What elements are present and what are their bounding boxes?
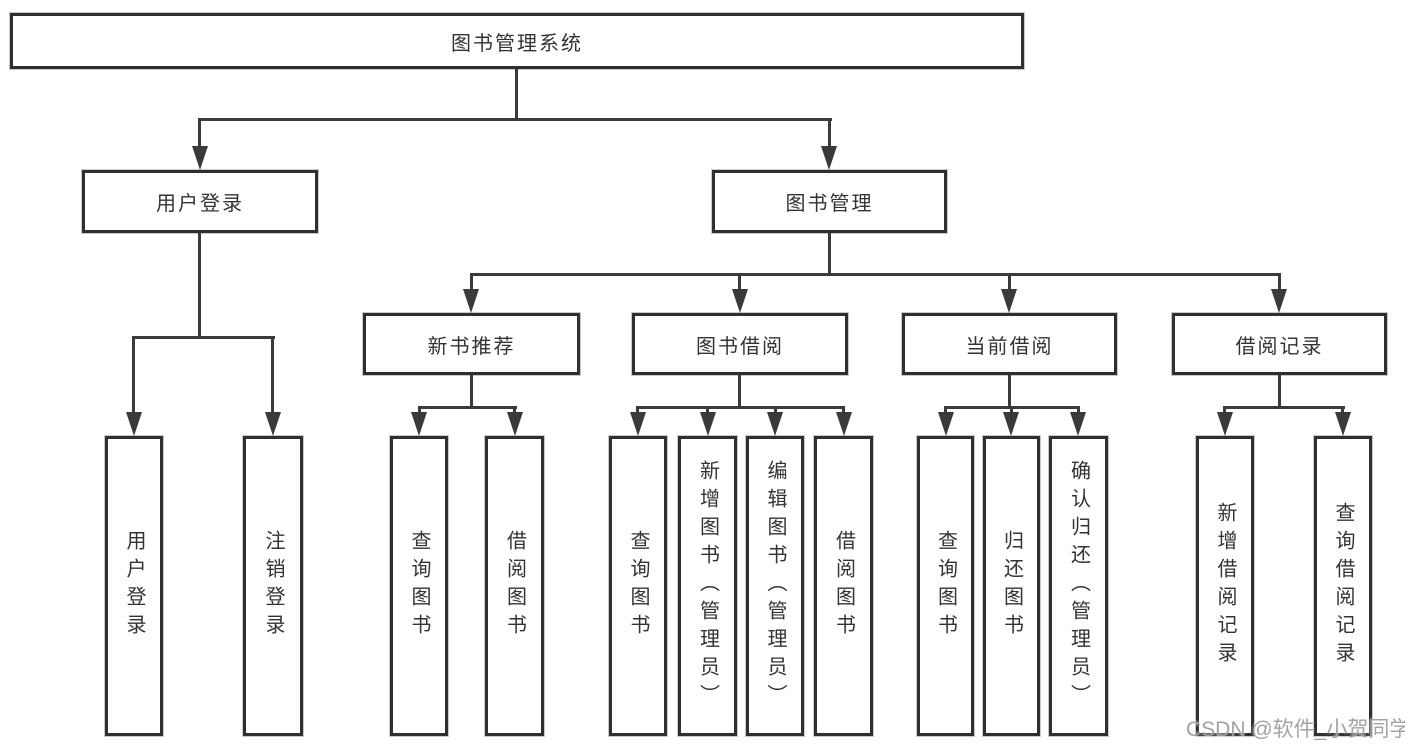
leaf-add-books-admin-label: 新增图书（管理员） [696,460,719,712]
csdn-watermark: CSDN @软件_小贺同学 [1186,718,1405,741]
arrowhead-query-record [1335,412,1351,436]
arrowhead-leaf-logout [265,412,281,436]
arrowhead-new-book [463,289,479,313]
connector-arrow-shaft-query-borrow [636,406,639,416]
connector-arrow-shaft-borrow-records [1278,273,1281,293]
connector-arrow-shaft-query-recommend [418,406,421,416]
connector-arrow-shaft-leaf-user-login [132,336,135,414]
arrowhead-return-books [1003,412,1019,436]
node-current-borrow-label: 当前借阅 [965,335,1054,358]
connector-new-book-hline [418,406,517,409]
arrowhead-edit-books [767,412,783,436]
leaf-borrow-books-label: 借阅图书 [832,530,855,642]
leaf-add-borrow-record-label: 新增借阅记录 [1214,502,1236,670]
leaf-query-books-current-label: 查询图书 [934,530,957,642]
connector-arrow-shaft-book-management [828,118,831,150]
leaf-user-login: 用户登录 [105,436,163,736]
connector-arrow-shaft-query-current [944,406,947,416]
connector-arrow-shaft-query-record [1341,406,1344,416]
leaf-logout: 注销登录 [243,436,303,736]
node-root-label: 图书管理系统 [451,32,583,55]
leaf-query-books-recommend: 查询图书 [390,436,448,736]
node-book-borrow-label: 图书借阅 [696,335,784,358]
leaf-edit-books-admin: 编辑图书（管理员） [746,436,804,736]
node-book-management-label: 图书管理 [785,193,874,215]
node-root-system: 图书管理系统 [10,13,1024,69]
arrowhead-add-books [700,412,716,436]
leaf-query-books-recommend-label: 查询图书 [408,530,430,642]
arrowhead-leaf-user-login [126,412,142,436]
arrowhead-confirm-return [1070,412,1086,436]
node-user-login-label: 用户登录 [156,193,244,215]
leaf-confirm-return-admin-label: 确认归还（管理员） [1067,460,1090,712]
leaf-borrow-books: 借阅图书 [814,436,873,736]
leaf-query-books-current: 查询图书 [917,436,974,736]
connector-user-login-hline [132,336,275,339]
connector-borrow-records-hline [1224,406,1345,409]
node-new-book-recommend: 新书推荐 [363,313,580,375]
leaf-add-books-admin: 新增图书（管理员） [678,436,737,736]
node-borrow-records: 借阅记录 [1172,313,1387,375]
leaf-query-borrow-record-label: 查询借阅记录 [1332,502,1354,670]
arrowhead-book-management [821,146,837,170]
node-new-book-recommend-label: 新书推荐 [427,335,516,358]
connector-book-management-stem [828,233,831,276]
connector-arrow-shaft-edit-books [774,406,777,416]
leaf-borrow-books-recommend: 借阅图书 [485,436,544,736]
arrowhead-query-current [938,412,954,436]
connector-user-login-stem [198,233,201,339]
connector-arrow-shaft-return-books [1010,406,1013,416]
arrowhead-query-borrow [630,412,646,436]
arrowhead-borrow-recommend [507,412,523,436]
connector-arrow-shaft-confirm-return [1077,406,1080,416]
leaf-edit-books-admin-label: 编辑图书（管理员） [764,460,786,712]
connector-new-book-stem [470,375,473,409]
connector-arrow-shaft-borrow-recommend [513,406,516,416]
connector-book-borrow-hline [637,406,845,409]
leaf-add-borrow-record: 新增借阅记录 [1196,436,1254,736]
arrowhead-user-login [192,146,208,170]
leaf-return-books-label: 归还图书 [1000,530,1023,642]
leaf-return-books: 归还图书 [983,436,1040,736]
connector-arrow-shaft-new-book [470,273,473,293]
connector-borrow-records-stem [1278,375,1281,409]
leaf-query-books-borrow: 查询图书 [609,436,667,736]
leaf-borrow-books-recommend-label: 借阅图书 [503,530,526,642]
arrowhead-borrow-records [1271,289,1287,313]
connector-book-borrow-stem [738,375,741,409]
leaf-logout-label: 注销登录 [262,530,284,642]
leaf-user-login-label: 用户登录 [123,530,145,642]
arrowhead-borrow-books [836,412,852,436]
connector-arrow-shaft-book-borrow [738,273,741,293]
arrowhead-add-record [1217,412,1233,436]
connector-arrow-shaft-leaf-logout [271,336,274,414]
arrowhead-current-borrow [1001,289,1017,313]
connector-arrow-shaft-add-books [706,406,709,416]
node-current-borrow: 当前借阅 [902,313,1117,375]
node-borrow-records-label: 借阅记录 [1235,335,1324,358]
connector-level2-hline [198,118,832,121]
arrowhead-book-borrow [732,289,748,313]
connector-level3-hline [470,273,1281,276]
leaf-query-books-borrow-label: 查询图书 [627,530,649,642]
connector-arrow-shaft-add-record [1223,406,1226,416]
connector-arrow-shaft-user-login [198,118,201,150]
connector-root-stem [515,69,518,121]
leaf-confirm-return-admin: 确认归还（管理员） [1049,436,1108,736]
connector-arrow-shaft-current-borrow [1008,273,1011,293]
connector-current-borrow-stem [1008,375,1011,409]
leaf-query-borrow-record: 查询借阅记录 [1314,436,1372,736]
connector-arrow-shaft-borrow-books [842,406,845,416]
node-book-management: 图书管理 [712,170,947,233]
arrowhead-query-recommend [411,412,427,436]
node-user-login: 用户登录 [82,170,318,233]
node-book-borrow: 图书借阅 [632,313,848,375]
